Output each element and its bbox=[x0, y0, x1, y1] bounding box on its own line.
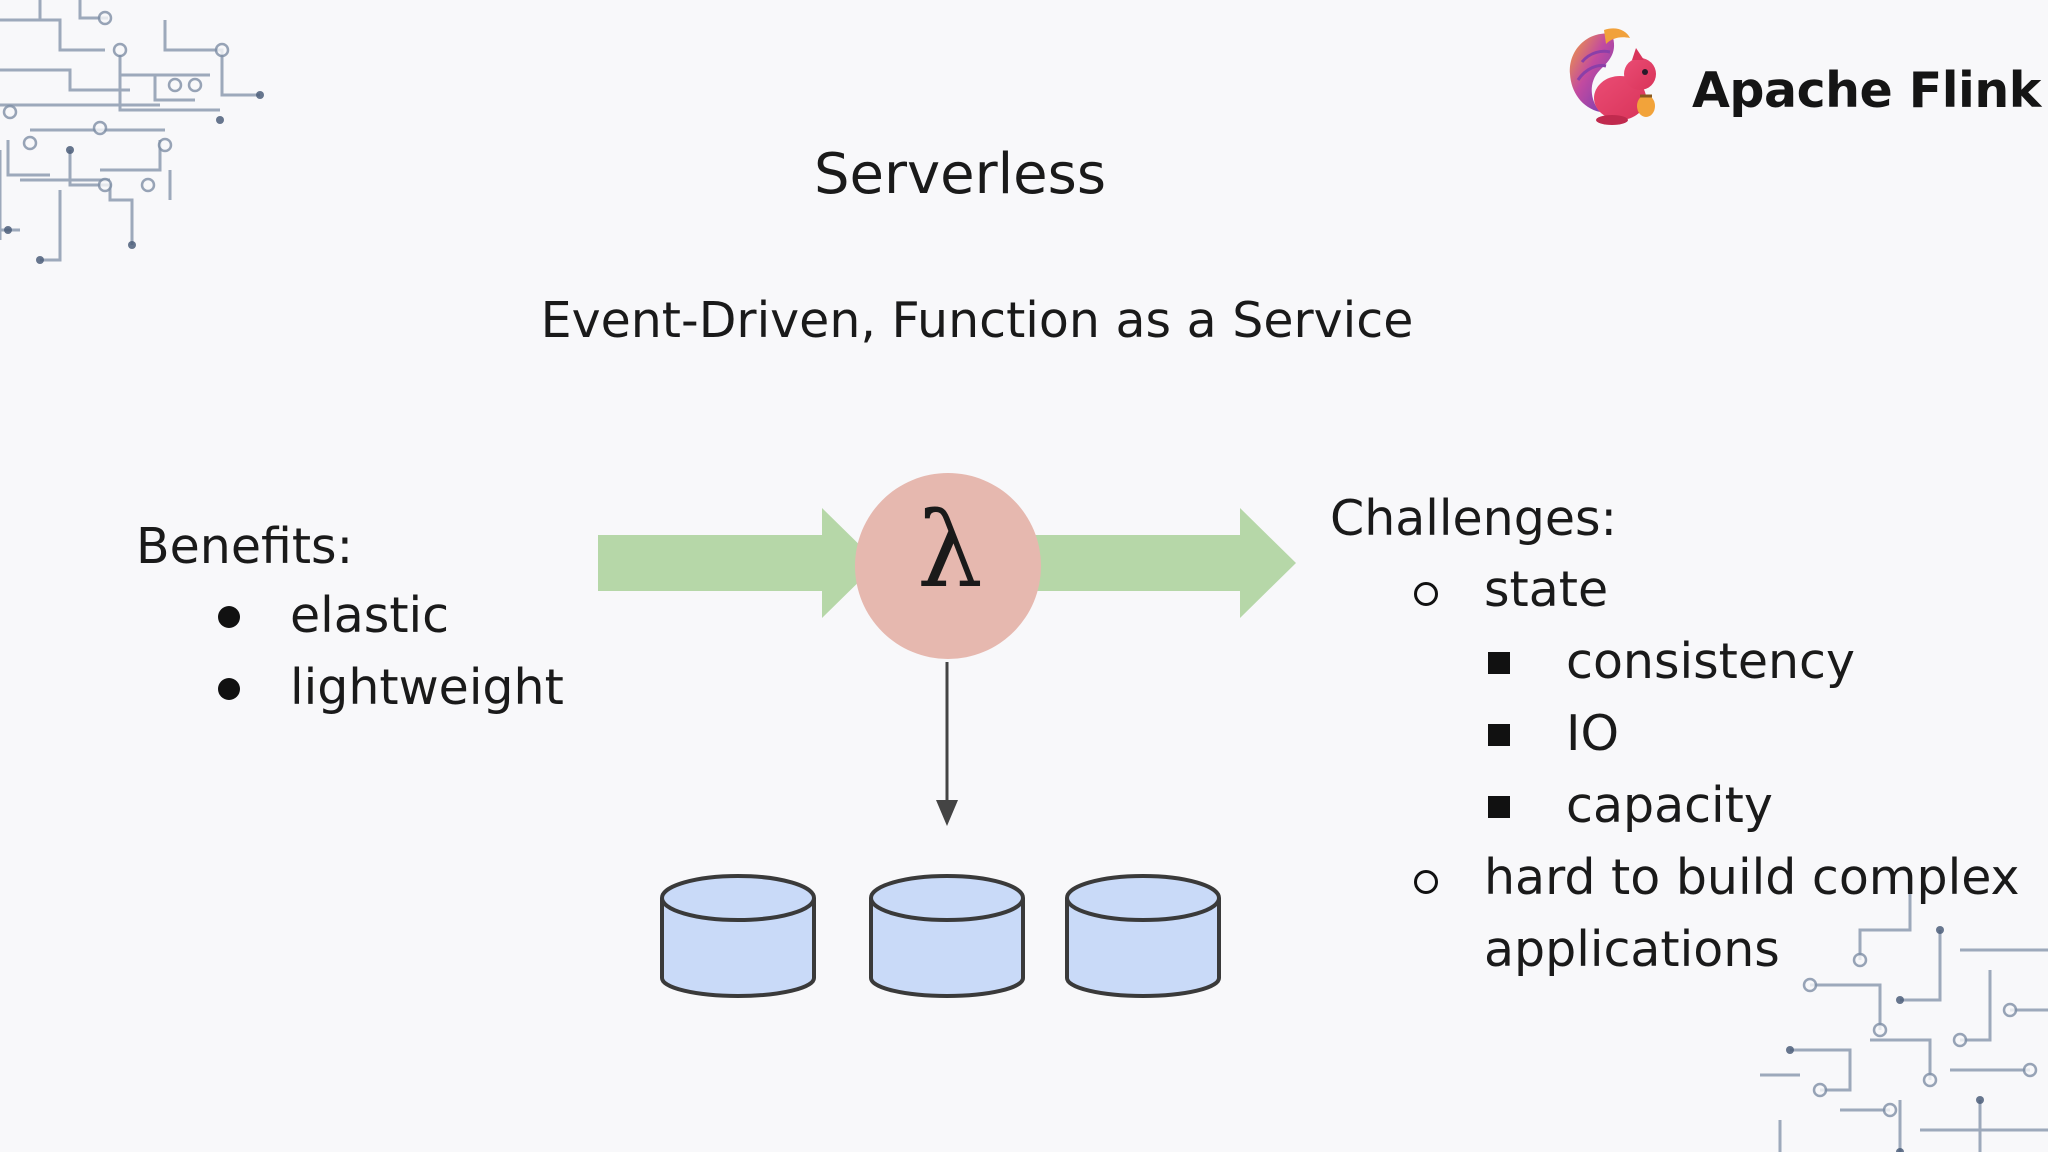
challenges-list: state consistency IO capacity hard to bu… bbox=[1410, 554, 2020, 978]
challenge-item: hard to build complex applications bbox=[1410, 842, 2020, 978]
bullet-ring-icon bbox=[1414, 582, 1438, 606]
benefits-list: elastic lightweight bbox=[210, 580, 564, 724]
bullet-square-icon bbox=[1488, 652, 1510, 674]
challenge-subitem-label: IO bbox=[1566, 705, 1620, 762]
challenge-label-continuation: applications bbox=[1484, 921, 1780, 978]
lambda-symbol: λ bbox=[917, 489, 983, 611]
challenge-label: state bbox=[1484, 561, 1609, 618]
bullet-dot-icon bbox=[218, 606, 240, 628]
challenge-subitem: IO bbox=[1410, 698, 1855, 770]
challenge-subitem: consistency bbox=[1410, 626, 1855, 698]
challenge-sublist: consistency IO capacity bbox=[1410, 626, 1855, 842]
benefit-item: lightweight bbox=[210, 652, 564, 724]
slide-subtitle: Event-Driven, Function as a Service bbox=[540, 292, 1414, 349]
circuit-decoration-bottom-right bbox=[1760, 890, 2048, 1152]
database-icon bbox=[1065, 874, 1221, 998]
benefit-label: elastic bbox=[290, 587, 450, 644]
challenge-subitem-label: consistency bbox=[1566, 633, 1855, 690]
bullet-square-icon bbox=[1488, 796, 1510, 818]
bullet-dot-icon bbox=[218, 678, 240, 700]
benefit-item: elastic bbox=[210, 580, 564, 652]
bullet-square-icon bbox=[1488, 724, 1510, 746]
connector-arrowhead bbox=[936, 800, 958, 826]
lambda-function-circle bbox=[855, 473, 1041, 659]
challenge-subitem: capacity bbox=[1410, 770, 1855, 842]
circuit-decoration-top-left bbox=[0, 0, 264, 264]
bullet-ring-icon bbox=[1414, 870, 1438, 894]
benefits-heading: Benefits: bbox=[136, 518, 354, 575]
challenge-label: hard to build complex bbox=[1484, 849, 2020, 906]
database-icon bbox=[660, 874, 816, 998]
challenge-subitem-label: capacity bbox=[1566, 777, 1773, 834]
flink-squirrel-logo bbox=[1569, 28, 1656, 125]
challenge-item: state consistency IO capacity bbox=[1410, 554, 2020, 834]
slide-title: Serverless bbox=[813, 142, 1106, 207]
database-icon bbox=[869, 874, 1025, 998]
brand-name: Apache Flink bbox=[1692, 62, 2041, 119]
challenges-heading: Challenges: bbox=[1330, 490, 1618, 547]
incoming-event-arrow bbox=[598, 508, 878, 618]
outgoing-event-arrow bbox=[1018, 508, 1296, 618]
benefit-label: lightweight bbox=[290, 659, 564, 716]
